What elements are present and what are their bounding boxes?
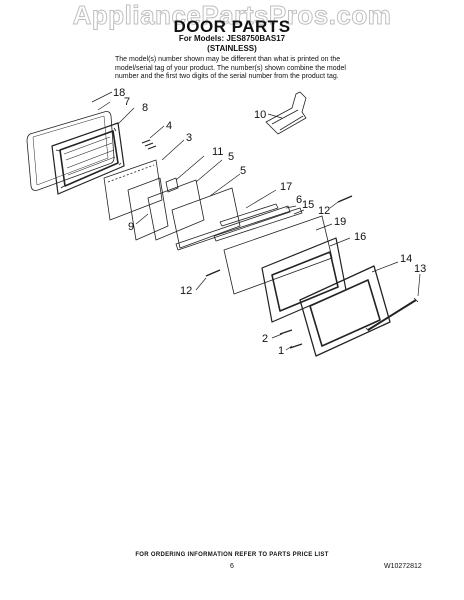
callout-14: 14 bbox=[400, 253, 412, 265]
callout-2: 2 bbox=[262, 333, 268, 345]
callout-8: 8 bbox=[142, 102, 148, 114]
callout-17: 17 bbox=[280, 181, 292, 193]
document-number: W10272812 bbox=[384, 563, 422, 570]
page-number: 6 bbox=[230, 563, 234, 570]
part-2-screw bbox=[279, 329, 293, 335]
model-note: The model(s) number shown may be differe… bbox=[115, 56, 346, 80]
callout-4: 4 bbox=[166, 120, 172, 132]
part-1-screw bbox=[289, 343, 303, 349]
part-5-glass-b bbox=[171, 187, 241, 249]
callout-7: 7 bbox=[124, 96, 130, 108]
part-4-screws bbox=[141, 139, 157, 150]
callout-numbers: 18 7 8 4 3 11 5 5 9 10 17 6 15 12 19 16 … bbox=[113, 87, 426, 357]
callout-12b: 12 bbox=[180, 285, 192, 297]
part-14-outer-door bbox=[299, 265, 391, 357]
callout-11: 11 bbox=[212, 146, 223, 158]
model-info: For Models: JES8750BAS17 (STAINLESS) bbox=[0, 34, 464, 54]
callout-13: 13 bbox=[414, 263, 426, 275]
callout-15: 15 bbox=[302, 199, 314, 211]
part-17-rail bbox=[219, 203, 279, 227]
part-15-strip bbox=[213, 207, 303, 242]
part-5-glass-a bbox=[147, 179, 205, 241]
callout-5a: 5 bbox=[228, 151, 234, 163]
leader-lines bbox=[91, 91, 421, 351]
callout-5b: 5 bbox=[240, 165, 246, 177]
part-9-frame bbox=[127, 177, 169, 241]
part-11-bracket bbox=[165, 177, 179, 193]
callout-6: 6 bbox=[296, 194, 302, 206]
part-3-shield bbox=[103, 159, 163, 221]
part-16-door-frame bbox=[261, 237, 347, 323]
callout-3: 3 bbox=[186, 132, 192, 144]
callout-1: 1 bbox=[278, 345, 284, 357]
page-title: DOOR PARTS bbox=[173, 17, 291, 36]
finish-line: (STAINLESS) bbox=[207, 44, 257, 53]
part-13-handle bbox=[367, 299, 417, 331]
callout-9: 9 bbox=[128, 221, 134, 233]
watermark-logo: AppliancePartsPros.com bbox=[72, 0, 392, 31]
callout-19: 19 bbox=[334, 216, 346, 228]
part-18-gasket bbox=[26, 111, 115, 191]
part-6-spacer bbox=[175, 205, 291, 251]
ordering-note: FOR ORDERING INFORMATION REFER TO PARTS … bbox=[135, 552, 329, 558]
callout-10: 10 bbox=[254, 109, 266, 121]
callout-12a: 12 bbox=[318, 205, 330, 217]
models-line: For Models: JES8750BAS17 bbox=[178, 34, 286, 43]
part-10-hinge bbox=[265, 91, 307, 135]
part-8-inner-panel bbox=[51, 122, 125, 195]
part-12-screw-a bbox=[337, 195, 353, 203]
part-12-screw-b bbox=[205, 269, 221, 277]
callout-16: 16 bbox=[354, 231, 366, 243]
callout-18: 18 bbox=[113, 87, 125, 99]
